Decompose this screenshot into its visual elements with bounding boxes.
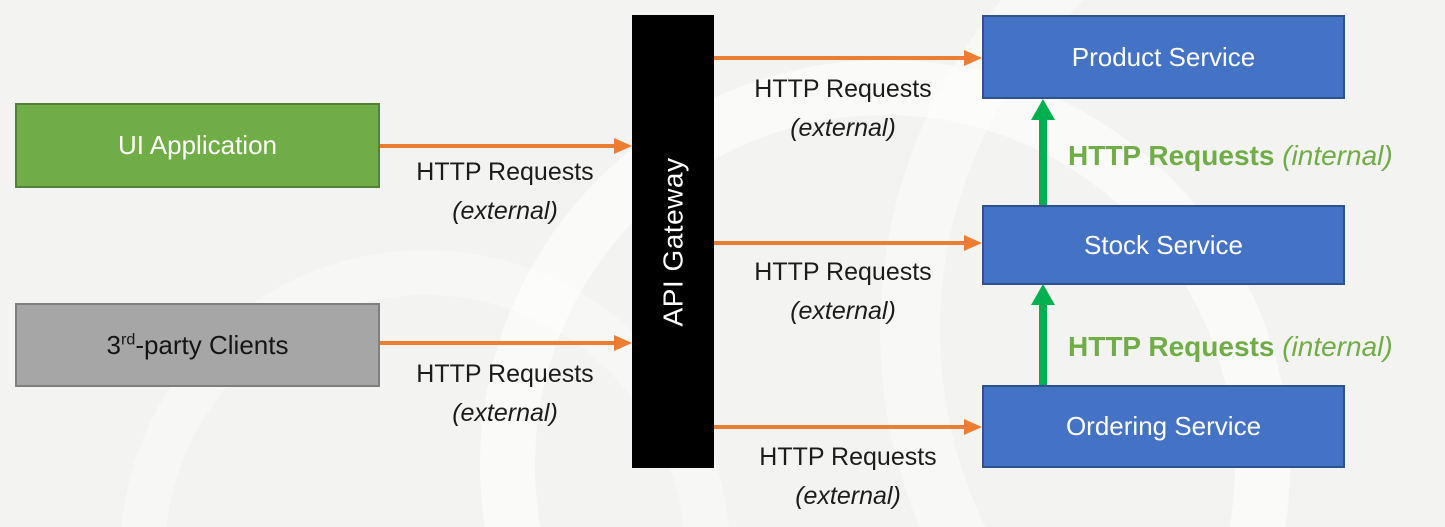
edge-gateway-to-stock-arrowhead-icon [964, 235, 982, 251]
label-ordering-to-stock: HTTP Requests (internal) [1068, 331, 1393, 362]
edge-stock-to-product-line [1039, 117, 1047, 205]
edge-gateway-to-product-line [714, 56, 964, 60]
edge-ui-to-gateway-arrowhead-icon [614, 138, 632, 154]
node-third-party-clients-label: 3rd-party Clients [106, 329, 289, 360]
edge-gateway-to-product-arrowhead-icon [964, 50, 982, 66]
node-api-gateway-label: API Gateway [657, 157, 688, 326]
label-ui-to-gateway: HTTP Requests (external) [416, 158, 594, 225]
label-stock-to-product: HTTP Requests (internal) [1068, 140, 1393, 171]
label-gateway-to-stock: HTTP Requests (external) [754, 258, 932, 325]
edge-ui-to-gateway-line [380, 144, 616, 148]
node-stock-service: Stock Service [982, 205, 1345, 285]
edge-stock-to-product-arrowhead-icon [1031, 99, 1055, 120]
node-third-party-clients: 3rd-party Clients [15, 303, 380, 387]
node-ui-application: UI Application [15, 103, 380, 188]
edge-ordering-to-stock-line [1039, 303, 1047, 385]
edge-thirdparty-to-gateway-arrowhead-icon [614, 335, 632, 351]
node-api-gateway: API Gateway [632, 15, 714, 468]
edge-gateway-to-stock-line [714, 241, 964, 245]
edge-gateway-to-ordering-arrowhead-icon [964, 419, 982, 435]
label-gateway-to-ordering: HTTP Requests (external) [759, 443, 937, 510]
node-ui-application-label: UI Application [118, 130, 277, 160]
label-gateway-to-product: HTTP Requests (external) [754, 75, 932, 142]
edge-thirdparty-to-gateway-line [380, 341, 616, 345]
node-ordering-service-label: Ordering Service [1065, 411, 1262, 441]
node-stock-service-label: Stock Service [1084, 229, 1243, 260]
node-product-service: Product Service [982, 15, 1345, 99]
node-product-service-label: Product Service [1071, 41, 1256, 72]
edge-gateway-to-ordering-line [714, 425, 964, 429]
node-ordering-service: Ordering Service [982, 385, 1345, 468]
edge-ordering-to-stock-arrowhead-icon [1031, 284, 1055, 305]
label-thirdparty-to-gateway: HTTP Requests (external) [416, 360, 594, 427]
